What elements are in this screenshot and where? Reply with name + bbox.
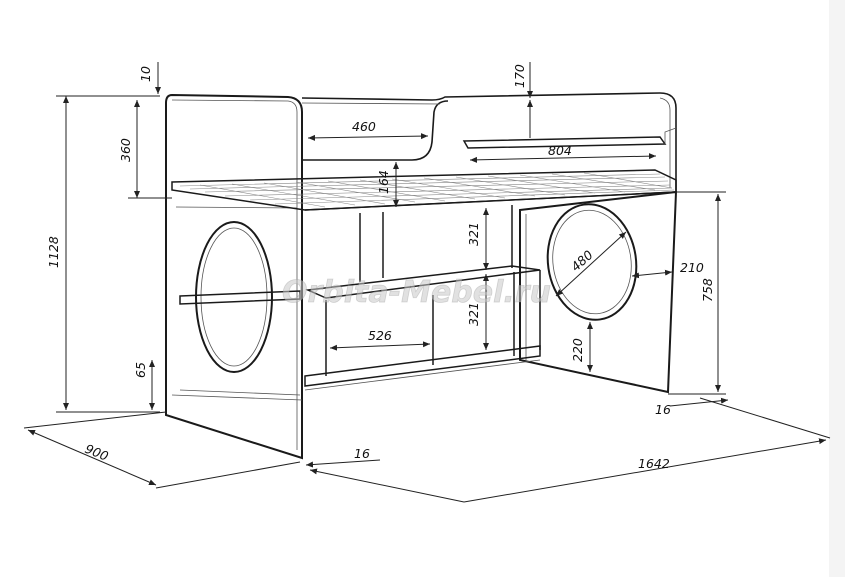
upper-shelf: [462, 127, 677, 149]
dim-360: 360: [118, 138, 133, 162]
dim-10: 10: [138, 66, 153, 82]
dim-220: 220: [570, 338, 585, 362]
dimension-lines: [23, 62, 831, 503]
dim-65: 65: [133, 362, 148, 378]
right-panel: [519, 190, 678, 394]
slat-grid: [171, 169, 677, 211]
left-oval-cutout: [195, 221, 273, 373]
dim-16-bottom: 16: [354, 446, 370, 461]
dim-164: 164: [376, 170, 391, 194]
left-panel: [165, 93, 303, 460]
dim-1642: 1642: [638, 456, 670, 471]
central-bookcase: [179, 205, 541, 387]
dim-460: 460: [352, 119, 376, 134]
dim-758: 758: [700, 278, 715, 302]
dimension-labels: 10 360 1128 65 460 170 804 164 321 321 4…: [46, 64, 715, 471]
watermark-text: Orbita-Mebel.ru: [282, 275, 551, 310]
dim-170: 170: [512, 64, 527, 88]
dim-900: 900: [83, 441, 111, 464]
dim-16-right: 16: [655, 402, 671, 417]
dim-1128: 1128: [46, 236, 61, 268]
dim-526: 526: [368, 328, 392, 343]
back-guard-rail: [301, 92, 677, 192]
base-lines: [171, 359, 541, 401]
dim-480: 480: [568, 247, 596, 274]
dim-321-upper: 321: [466, 222, 481, 246]
right-oval-cutout: [546, 203, 638, 321]
right-edge-strip: [829, 0, 845, 577]
dim-210: 210: [680, 260, 704, 275]
dim-321-lower: 321: [466, 302, 481, 326]
dim-804: 804: [548, 143, 572, 158]
